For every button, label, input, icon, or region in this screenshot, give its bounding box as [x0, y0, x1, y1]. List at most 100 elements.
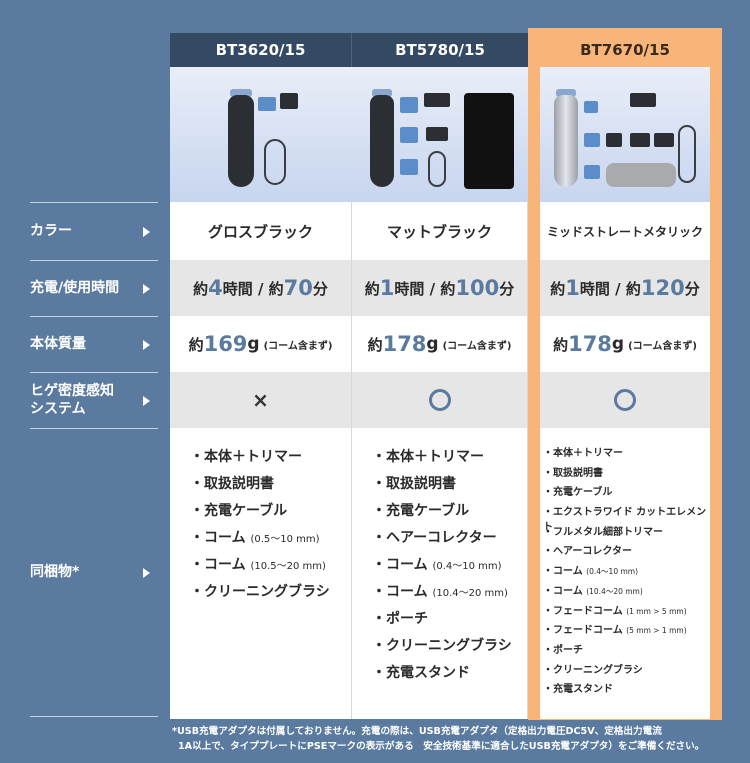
mass-value: 169 [203, 332, 248, 356]
item-sub: (1 mm > 5 mm) [626, 606, 687, 616]
items-cell: ・本体＋トリマー ・取扱説明書 ・充電ケーブル ・コーム (0.5〜10 mm)… [170, 428, 352, 719]
list-item: ・コーム (0.4〜10 mm) [543, 562, 710, 582]
color-cell: マットブラック [352, 202, 528, 260]
item-text: ・クリーニングブラシ [372, 638, 512, 654]
list-item: ・ヘアーコレクター [543, 542, 710, 562]
comb-attachment [606, 133, 622, 147]
list-item: ・充電ケーブル [543, 483, 710, 503]
mass-prefix: 約 [188, 335, 204, 354]
item-text: ・ポーチ [372, 611, 428, 627]
list-item: ・取扱説明書 [190, 473, 330, 500]
item-text: ・コーム [372, 584, 428, 600]
list-item: ・コーム (10.4〜20 mm) [372, 581, 512, 608]
mass-prefix: 約 [367, 335, 383, 354]
item-text: ・充電ケーブル [372, 503, 470, 519]
item-sub: (10.4〜20 mm) [432, 588, 508, 599]
list-item: ・ポーチ [372, 608, 512, 635]
color-text: ミッドストレートメタリック [546, 224, 703, 239]
arrow-right-icon [143, 226, 150, 237]
row-label-sensor: ヒゲ密度感知 システム [30, 372, 158, 428]
row-label-time: 充電/使用時間 [30, 260, 158, 316]
list-item: ・コーム (10.4〜20 mm) [543, 582, 710, 602]
trimmer-blade [556, 89, 576, 97]
item-sub: (0.4〜10 mm) [586, 567, 639, 577]
color-cell: グロスブラック [170, 202, 352, 260]
arrow-right-icon [143, 567, 150, 578]
use-time: 100 [455, 276, 500, 300]
item-text: ・コーム [190, 530, 246, 546]
mass-value: 178 [382, 332, 427, 356]
mass-prefix: 約 [553, 335, 569, 354]
pouch [464, 93, 514, 189]
list-item: ・充電ケーブル [190, 500, 330, 527]
list-item: ・フルメタル細部トリマー [543, 523, 710, 543]
item-sub: (5 mm > 1 mm) [626, 626, 687, 636]
item-text: ・コーム [543, 566, 583, 578]
stand [630, 93, 656, 107]
item-text: ・充電スタンド [543, 684, 613, 696]
list-item: ・取扱説明書 [543, 464, 710, 484]
row-label-items: 同梱物* [30, 428, 158, 716]
items-list: ・本体＋トリマー ・取扱説明書 ・充電ケーブル ・ヘアーコレクター ・コーム (… [352, 428, 512, 689]
arrow-right-icon [143, 339, 150, 350]
item-text: ・コーム [190, 557, 246, 573]
row-label-color: カラー [30, 202, 158, 260]
time-mid: 時間 / 約 [579, 279, 641, 298]
list-item: ・コーム (0.5〜10 mm) [190, 527, 330, 554]
comb-attachment [400, 97, 418, 113]
charge-time: 1 [379, 276, 395, 300]
item-text: ・ヘアーコレクター [543, 546, 632, 558]
item-text: ・本体＋トリマー [543, 448, 623, 459]
time-suffix: 分 [499, 279, 515, 298]
row-label-mass: 本体質量 [30, 316, 158, 372]
list-item: ・クリーニングブラシ [372, 635, 512, 662]
circle-icon [614, 389, 636, 411]
charging-cable [264, 139, 286, 185]
item-text: ・フルメタル細部トリマー [543, 526, 663, 538]
list-item: ・ポーチ [543, 641, 710, 661]
model-name: BT3620/15 [170, 33, 352, 67]
item-sub: (10.5〜20 mm) [250, 561, 326, 572]
list-item: ・取扱説明書 [372, 473, 512, 500]
pouch [606, 163, 676, 187]
mass-note: (コーム含まず) [442, 340, 512, 352]
use-time: 120 [640, 276, 685, 300]
sensor-cell: × [170, 372, 352, 428]
list-item: ・フェードコーム (5 mm > 1 mm) [543, 621, 710, 641]
footnote-line2: 1A以上で、タイププレートにPSEマークの表示がある 安全技術基準に適合したUS… [178, 741, 705, 753]
comb-attachment [258, 97, 276, 111]
comb-attachment [630, 133, 650, 147]
time-prefix: 約 [193, 279, 209, 298]
charging-cable [428, 151, 446, 187]
row-label-sensor-line2: システム [30, 400, 86, 417]
product-image [540, 67, 710, 202]
mass-note: (コーム含まず) [263, 340, 333, 352]
stand [424, 93, 450, 107]
sensor-cell [352, 372, 528, 428]
cross-icon: × [252, 388, 269, 412]
items-list: ・本体＋トリマー ・取扱説明書 ・充電ケーブル ・コーム (0.5〜10 mm)… [170, 428, 330, 608]
items-cell: ・本体＋トリマー ・取扱説明書 ・充電ケーブル ・エクストラワイド カットエレメ… [540, 428, 710, 719]
trimmer-body [370, 95, 394, 187]
comb-attachment [584, 165, 600, 179]
item-text: ・充電スタンド [372, 665, 470, 681]
item-text: ・クリーニングブラシ [190, 584, 330, 600]
time-mid: 時間 / 約 [394, 279, 456, 298]
charge-time: 4 [208, 276, 223, 300]
trimmer-blade [230, 89, 252, 97]
item-text: ・コーム [372, 557, 428, 573]
time-prefix: 約 [364, 279, 380, 298]
model-name: BT5780/15 [352, 33, 528, 67]
charging-cable [678, 125, 696, 183]
mass-unit: g [426, 334, 439, 354]
row-label-sensor-text: ヒゲ密度感知 システム [30, 383, 114, 418]
item-text: ・ヘアーコレクター [372, 530, 497, 546]
list-item: ・クリーニングブラシ [190, 581, 330, 608]
